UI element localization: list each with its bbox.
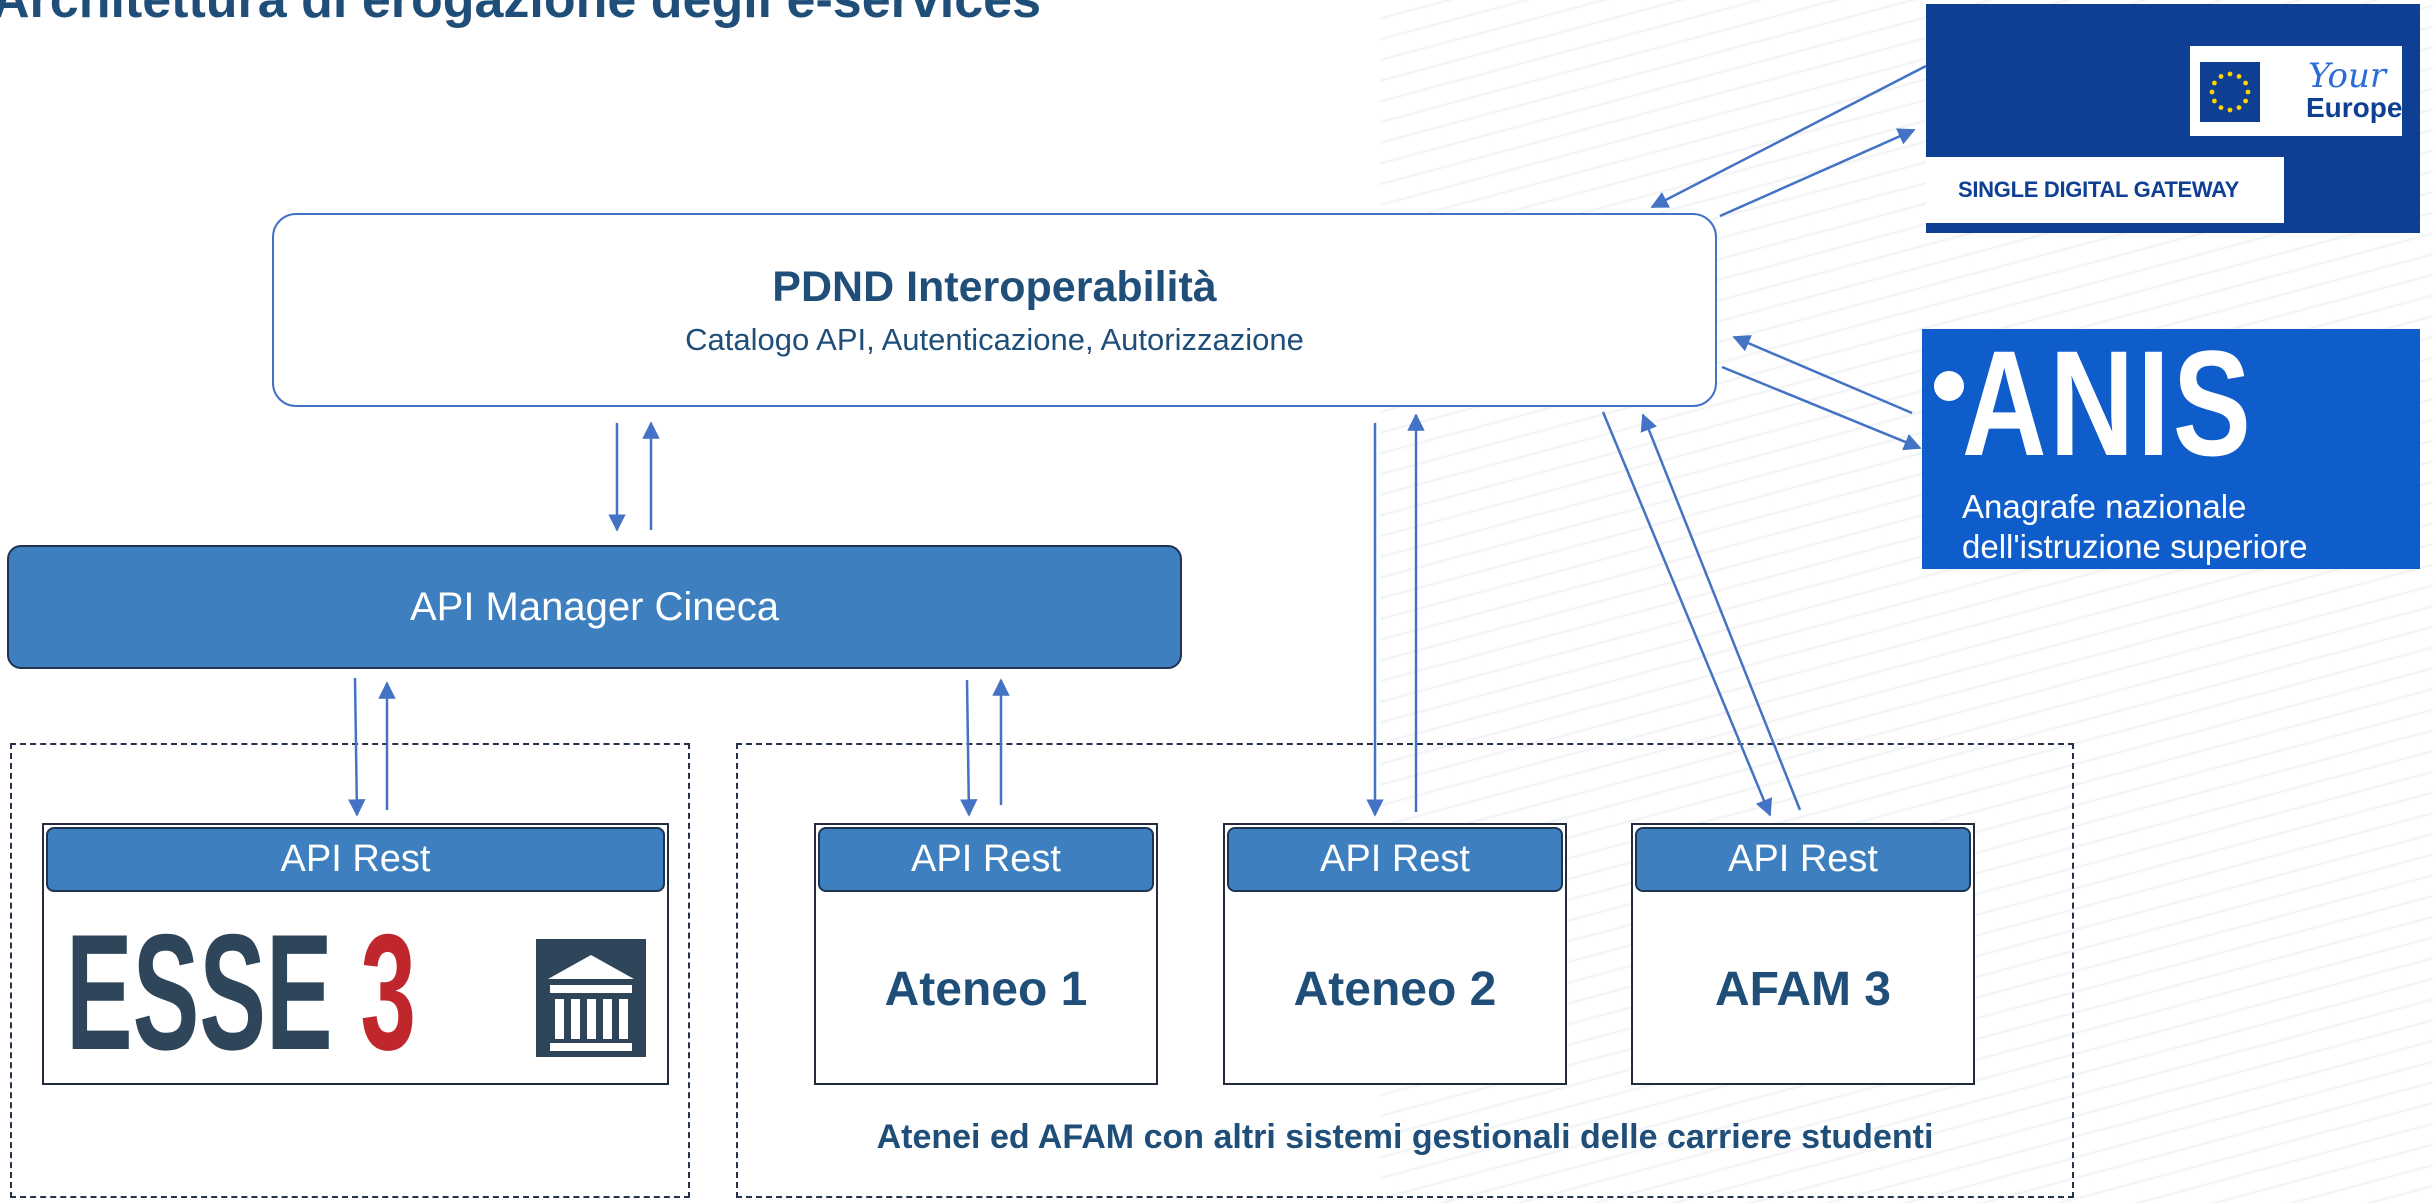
building-icon [535,939,646,1057]
your-europe-badge: Your Europe [2190,46,2402,136]
card-afam-3-header: API Rest [1635,827,1971,892]
card-afam-3: API Rest AFAM 3 [1631,823,1975,1085]
anis-subtitle-line-2: dell'istruzione superiore [1962,528,2308,565]
card-ateneo-2-name: Ateneo 2 [1293,962,1497,1016]
card-ateneo-1-body: Ateneo 1 [816,895,1156,1083]
arrow-yourEurope-to-pdnd [1650,64,1927,209]
card-ateneo-1-name: Ateneo 1 [884,962,1088,1016]
group-note: Atenei ed AFAM con altri sistemi gestion… [876,1118,1934,1156]
arrow-apimgr-to-esse3 [348,677,366,817]
card-afam-3-body: AFAM 3 [1633,895,1973,1083]
arrow-pdnd-to-afam3 [1601,411,1773,817]
pdnd-subtitle: Catalogo API, Autenticazione, Autorizzaz… [685,322,1304,357]
card-esse3: API Rest ESSE 3 [42,823,669,1085]
card-ateneo-2-header: API Rest [1227,827,1563,892]
card-ateneo-2-body: Ateneo 2 [1225,895,1565,1083]
anis-logo: ANIS Anagrafe nazionale dell'istruzione … [1922,329,2420,569]
esse3-group-frame [10,743,690,1198]
card-ateneo-1: API Rest Ateneo 1 [814,823,1158,1085]
your-europe-logo: Your Europe SINGLE DIGITAL GATEWAY [1926,4,2420,233]
pdnd-title: PDND Interoperabilità [772,263,1217,311]
arrow-anis-to-pdnd [1732,335,1913,415]
esse3-logo-graphic: ESSE 3 [66,900,646,1079]
esse3-logo: ESSE 3 [44,895,667,1083]
arrow-pdnd-to-yourEurope [1719,128,1916,218]
your-europe-your: Your [2308,56,2387,96]
other-systems-group-frame [736,743,2074,1198]
arrow-pdnd-to-anis [1721,365,1922,451]
card-ateneo-2-header-label: API Rest [1320,838,1470,880]
pdnd-box: PDND Interoperabilità Catalogo API, Aute… [272,213,1717,407]
anis-subtitle-line-1: Anagrafe nazionale [1962,488,2247,525]
eu-flag-icon [2200,62,2260,122]
card-afam-3-header-label: API Rest [1728,838,1878,880]
api-manager-box: API Manager Cineca [7,545,1182,669]
card-afam-3-name: AFAM 3 [1714,962,1891,1016]
your-europe-europe: Europe [2306,92,2403,123]
esse3-logo-text: ESSE 3 [66,900,416,1079]
anis-dot [1934,371,1964,401]
card-ateneo-1-header: API Rest [818,827,1154,892]
card-esse3-header: API Rest [46,827,665,892]
anis-wordmark: ANIS [1962,329,2255,487]
card-ateneo-1-header-label: API Rest [911,838,1061,880]
card-esse3-header-label: API Rest [280,838,431,880]
arrow-apimgr-to-ateneo1 [960,679,978,817]
api-manager-label: API Manager Cineca [409,584,780,629]
arrow-afam3-to-pdnd [1640,413,1802,811]
single-digital-gateway-label: SINGLE DIGITAL GATEWAY [1926,157,2284,223]
card-ateneo-2: API Rest Ateneo 2 [1223,823,1567,1085]
slide-title: Architettura di erogazione degli e-servi… [0,0,1041,29]
